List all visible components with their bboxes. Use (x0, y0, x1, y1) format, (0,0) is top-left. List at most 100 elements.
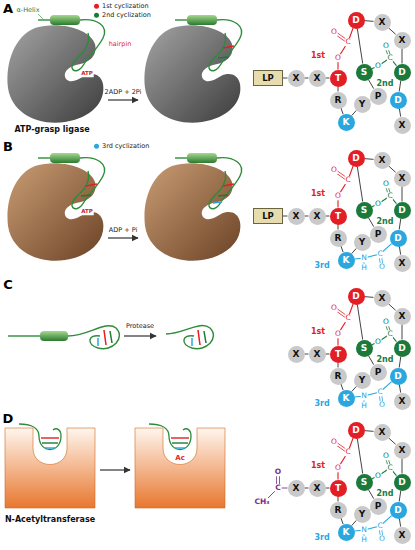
residue-circle: X (288, 480, 305, 497)
peptide-bond (368, 217, 373, 226)
legend-swatch (94, 13, 99, 18)
peptide-bond (352, 248, 357, 253)
peptide-bond (399, 356, 401, 367)
peptide-hairpin (175, 15, 242, 71)
residue-letter: X (399, 312, 406, 321)
peptide-bond (305, 216, 309, 217)
residue-letter: P (375, 368, 382, 377)
residue-letter: X (293, 74, 300, 83)
reaction-label: ADP + Pi (108, 227, 138, 234)
residue-circle: T (330, 480, 347, 497)
residue-letter: LP (262, 74, 274, 83)
carbonyl-bonds (333, 169, 391, 196)
residue-letter: D (398, 344, 405, 353)
legend-row: 1st cyclization (94, 3, 149, 10)
residue-letter: X (379, 294, 386, 303)
peptide-bond (338, 363, 339, 368)
peptide-bond (399, 218, 401, 229)
residue-circle: X (374, 14, 391, 31)
residue-letter: X (379, 156, 386, 165)
legend-swatch (94, 4, 99, 9)
residue-circle: X (309, 346, 326, 363)
residue-circle: T (330, 70, 347, 87)
residue-letter: S (361, 206, 367, 215)
residue-circle: X (394, 393, 411, 410)
residue-letter: K (343, 528, 350, 537)
atp-label: ATP (81, 209, 94, 215)
enzyme-shape (135, 428, 225, 508)
residue-letter: LP (262, 212, 274, 221)
residue-circle: X (394, 527, 411, 544)
cyclization-number: 3rd (314, 534, 330, 542)
panel-letter: B (3, 140, 14, 153)
atom-label: C (387, 192, 393, 200)
residue-circle: X (288, 70, 305, 87)
residue-letter: T (335, 74, 341, 83)
residue-letter: X (399, 121, 406, 130)
atom-label: O (335, 54, 342, 62)
atom-label: H (361, 402, 368, 410)
atom-label: O (331, 166, 338, 174)
acetyl-atom: O (274, 468, 281, 476)
peptide-bond (364, 20, 373, 22)
cyclization-number: 1st (310, 462, 325, 470)
residue-letter: X (379, 18, 386, 27)
acetyl-bond (276, 476, 277, 484)
atom-label: C (387, 54, 393, 62)
cyclization-number: 3rd (314, 262, 330, 270)
peptide-bond (399, 246, 400, 254)
residue-circle: R (330, 230, 347, 247)
panel-letter: D (2, 412, 14, 425)
residue-letter: X (399, 446, 406, 455)
legend-row: 3rd cyclization (94, 143, 149, 150)
peptide-bond (388, 166, 395, 173)
residue-circle: R (330, 92, 347, 109)
atom-label: O (335, 330, 342, 338)
cyclization-number: 2nd (376, 80, 394, 88)
atom-label: C (377, 522, 383, 530)
atom-label: H (361, 264, 368, 272)
enzyme-name: ATP-grasp ligase (14, 126, 90, 134)
atom-label: O (331, 438, 338, 446)
residue-circle: D (348, 422, 365, 439)
atom-label: C (387, 464, 393, 472)
enzyme-shape (5, 428, 95, 508)
peptide-bond (364, 430, 373, 432)
atom-label: O (335, 192, 342, 200)
leader-peptide-box: LP (253, 70, 283, 86)
residue-circle: P (370, 498, 387, 515)
residue-letter: X (314, 350, 321, 359)
cyclization-bond (338, 28, 353, 70)
crosslink-marks (81, 184, 97, 196)
cyclization-number: 1st (310, 328, 325, 336)
atom-label: O (335, 464, 342, 472)
acetyl-bond (279, 476, 280, 484)
helix-label: α-Helix (16, 7, 40, 14)
peptide-bond (326, 354, 330, 355)
residue-circle: P (370, 226, 387, 243)
acetyl-atom: CH₃ (254, 498, 270, 506)
acetyl-bond (281, 488, 288, 489)
cyclization-bond (338, 166, 353, 208)
residue-letter: D (394, 372, 401, 381)
residue-circle: Y (354, 234, 371, 251)
residue-letter: T (335, 350, 341, 359)
peptide-loop (19, 424, 61, 450)
atom-label: C (345, 448, 351, 456)
atom-label: H (361, 536, 368, 544)
residue-letter: T (335, 212, 341, 221)
crosslink-mark (191, 338, 193, 346)
peptide-bond (305, 78, 309, 79)
residue-circle: X (374, 424, 391, 441)
peptide-bond (283, 78, 288, 79)
crosslink-mark (110, 331, 112, 343)
atom-label: C (345, 38, 351, 46)
carbonyl-bonds (333, 441, 391, 468)
acetyl-bond (268, 491, 275, 498)
residue-letter: X (399, 259, 406, 268)
crosslink-marks (218, 184, 234, 196)
residue-circle: X (394, 117, 411, 134)
residue-circle: X (288, 208, 305, 225)
atom-label: O (383, 452, 390, 460)
peptide-loop (149, 424, 191, 450)
